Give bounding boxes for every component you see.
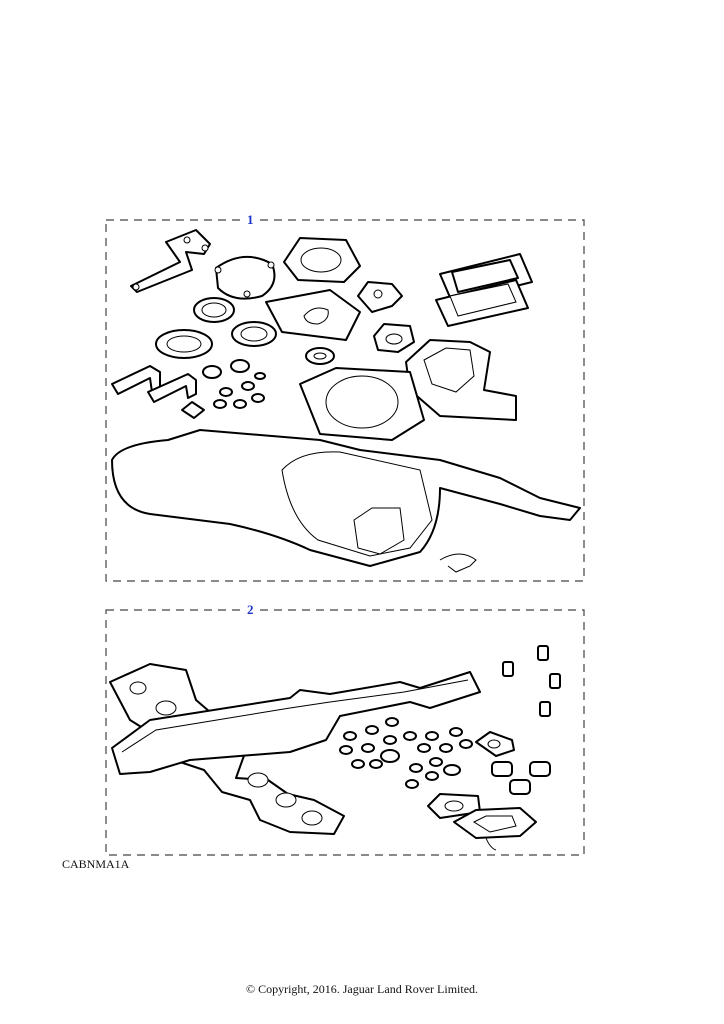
valve-stem-seals — [502, 645, 561, 717]
panel-2-parts — [109, 645, 561, 851]
panel-1-frame — [105, 219, 585, 582]
copyright-notice: © Copyright, 2016. Jaguar Land Rover Lim… — [245, 982, 479, 996]
panel-1-parts — [111, 229, 581, 573]
drawing-code: CABNMA1A — [62, 857, 130, 871]
small-washers — [339, 717, 473, 789]
panel-2-frame — [105, 609, 585, 856]
plugs — [491, 761, 551, 795]
callout-1[interactable]: 1 — [244, 213, 257, 227]
callout-2[interactable]: 2 — [244, 603, 257, 617]
